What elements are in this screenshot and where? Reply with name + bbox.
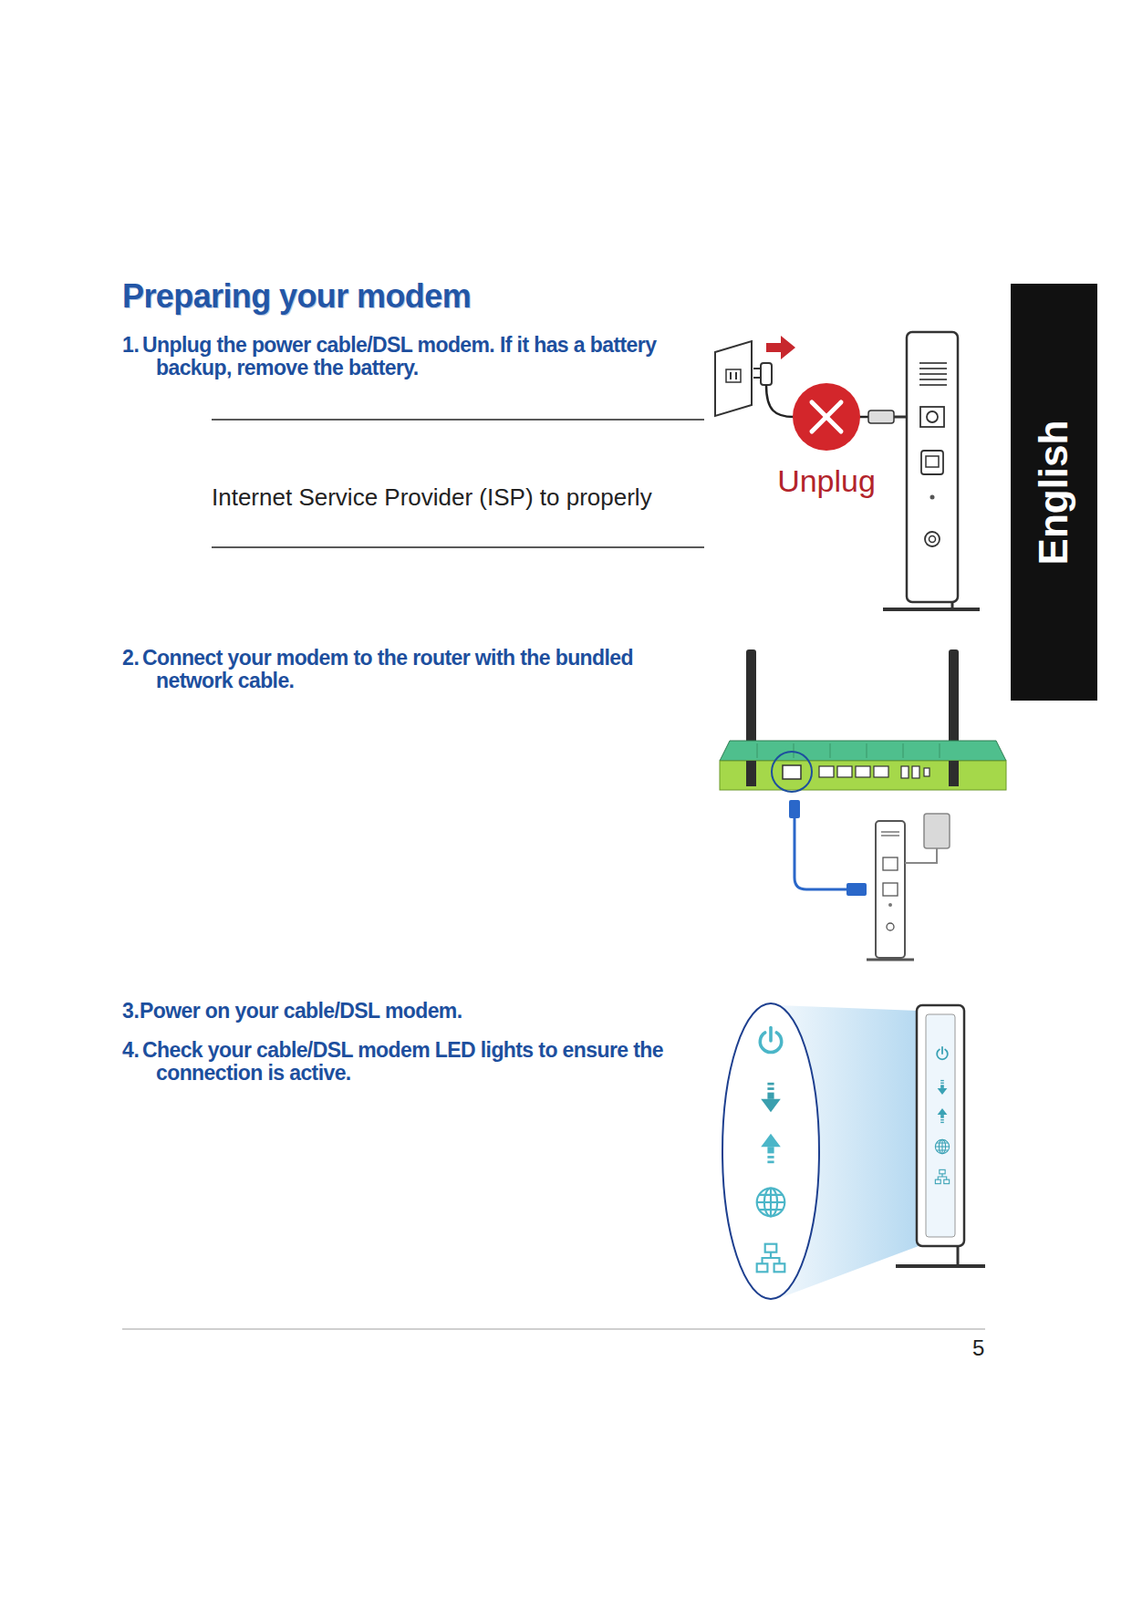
unplug-label: Unplug xyxy=(771,463,882,499)
step-number: 3. xyxy=(122,999,139,1023)
step-number: 4. xyxy=(122,1038,139,1062)
unplug-illustration xyxy=(715,332,980,610)
router-illustration xyxy=(719,649,1007,960)
step-text: Connect your modem to the router with th… xyxy=(142,646,704,693)
rule-line xyxy=(211,418,705,421)
step-text: Power on your cable/DSL modem. xyxy=(139,999,701,1023)
footer-rule xyxy=(122,1328,986,1330)
led-illustration xyxy=(722,1003,986,1299)
note-text: Internet Service Provider (ISP) to prope… xyxy=(211,483,653,511)
step-text: Check your cable/DSL modem LED lights to… xyxy=(142,1038,704,1085)
page-number: 5 xyxy=(972,1335,985,1361)
step-number: 1. xyxy=(122,333,139,357)
language-tab: English xyxy=(1010,283,1098,701)
rule-line xyxy=(211,546,705,549)
step-number: 2. xyxy=(122,646,139,670)
step-text: Unplug the power cable/DSL modem. If it … xyxy=(142,333,722,380)
tab-label: English xyxy=(1031,419,1078,565)
page-title: Preparing your modem xyxy=(122,277,471,316)
